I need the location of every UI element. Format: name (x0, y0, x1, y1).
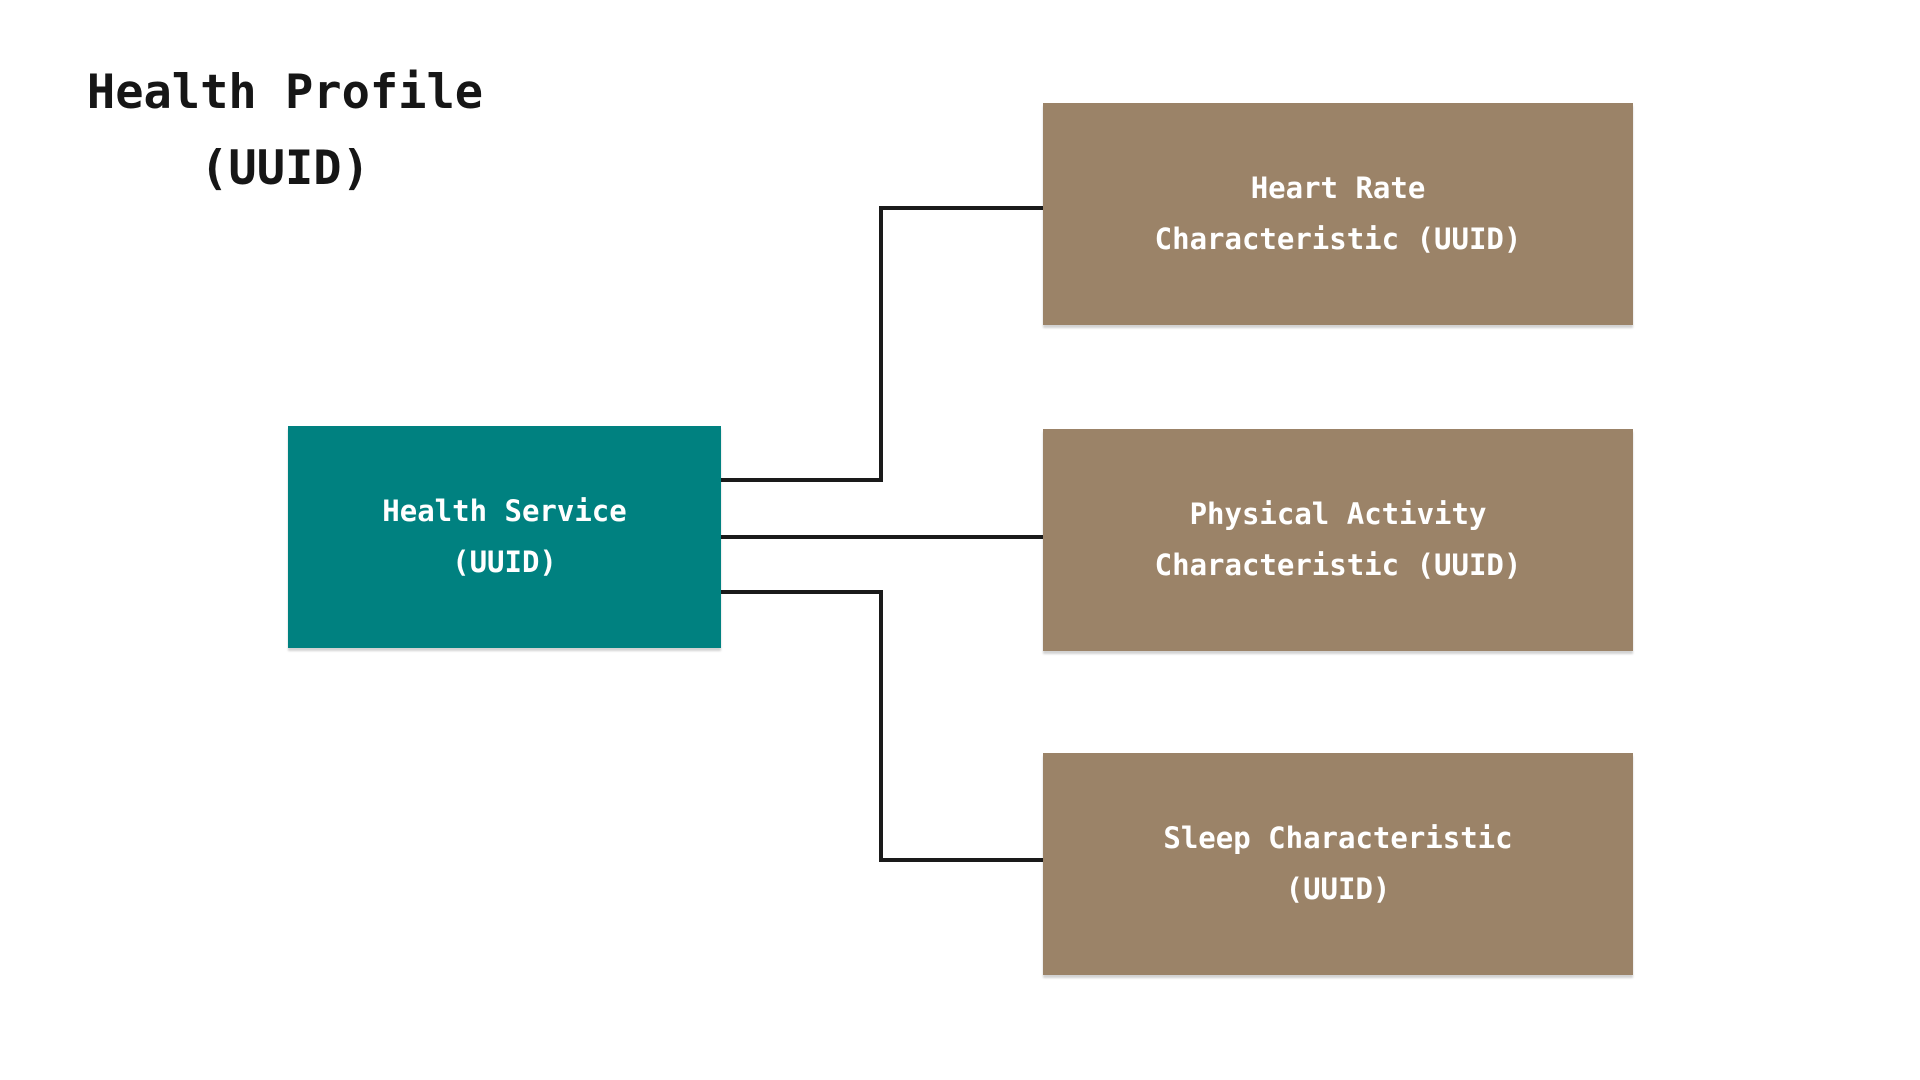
physical-activity-characteristic-line-2: Characteristic (UUID) (1154, 548, 1522, 582)
heart-rate-characteristic-line-1: Heart Rate (1250, 171, 1426, 205)
heart-rate-characteristic-node: Heart Rate Characteristic (UUID) (1043, 103, 1633, 325)
diagram-title-line-1: Health Profile (86, 65, 484, 120)
sleep-characteristic-line-1: Sleep Characteristic (1163, 821, 1513, 855)
health-service-node: Health Service (UUID) (288, 426, 721, 648)
connector-service-to-heart-rate (721, 206, 1043, 482)
diagram-title-line-2: (UUID) (200, 141, 370, 196)
connector-service-to-sleep (721, 590, 1043, 862)
physical-activity-characteristic-line-1: Physical Activity (1189, 497, 1487, 531)
diagram-title: Health Profile (UUID) (60, 55, 510, 207)
health-service-node-line-2: (UUID) (452, 545, 557, 579)
sleep-characteristic-line-2: (UUID) (1285, 872, 1391, 906)
heart-rate-characteristic-line-2: Characteristic (UUID) (1154, 222, 1522, 256)
sleep-characteristic-node: Sleep Characteristic (UUID) (1043, 753, 1633, 975)
physical-activity-characteristic-node: Physical Activity Characteristic (UUID) (1043, 429, 1633, 651)
health-service-node-line-1: Health Service (382, 494, 627, 528)
